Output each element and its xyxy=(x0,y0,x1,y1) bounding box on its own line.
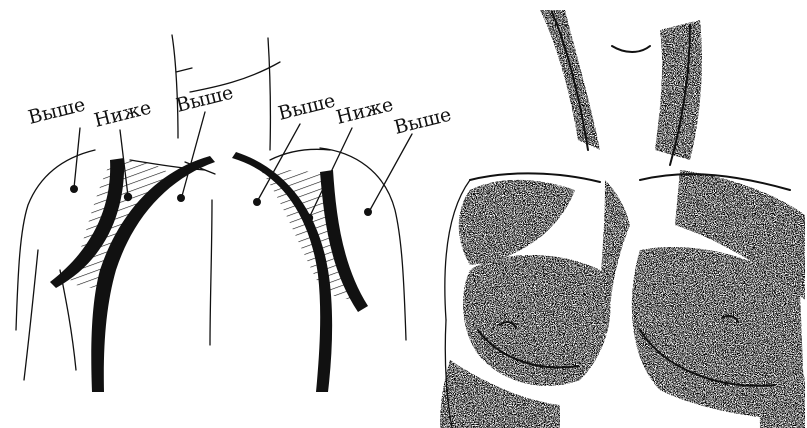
left-outer-curve xyxy=(60,270,76,370)
label-above-right-inner: Выше xyxy=(276,89,338,124)
sternum-shading xyxy=(600,180,630,310)
left-diagram: Выше Ниже Выше Выше Ниже Выше xyxy=(16,35,453,392)
pointer-dot xyxy=(253,198,261,206)
left-shoulder-outline xyxy=(16,150,95,330)
clavicle-right-line xyxy=(270,149,330,160)
label-below-left: Ниже xyxy=(92,96,154,131)
pointer-dot xyxy=(124,193,132,201)
stippled-torso-illustration xyxy=(440,10,805,428)
collarbone-left xyxy=(470,173,600,182)
label-above-right-outer: Выше xyxy=(392,103,454,138)
neck-shading xyxy=(540,10,600,150)
neck-shading-right xyxy=(655,20,702,160)
chin-outline xyxy=(612,46,650,52)
pointer-dot xyxy=(305,214,313,222)
left-shoulder-shading xyxy=(459,180,575,265)
label-below-right: Ниже xyxy=(334,93,396,128)
left-arm-line xyxy=(24,250,38,380)
neck-mark xyxy=(176,68,192,72)
sternum-line xyxy=(210,200,212,345)
label-above-left-outer: Выше xyxy=(26,93,88,128)
neck-line-left xyxy=(172,35,178,138)
pointer-dot xyxy=(177,194,185,202)
neck-line-right xyxy=(268,38,270,150)
pointer-dot xyxy=(364,208,372,216)
pointer-dot xyxy=(70,185,78,193)
